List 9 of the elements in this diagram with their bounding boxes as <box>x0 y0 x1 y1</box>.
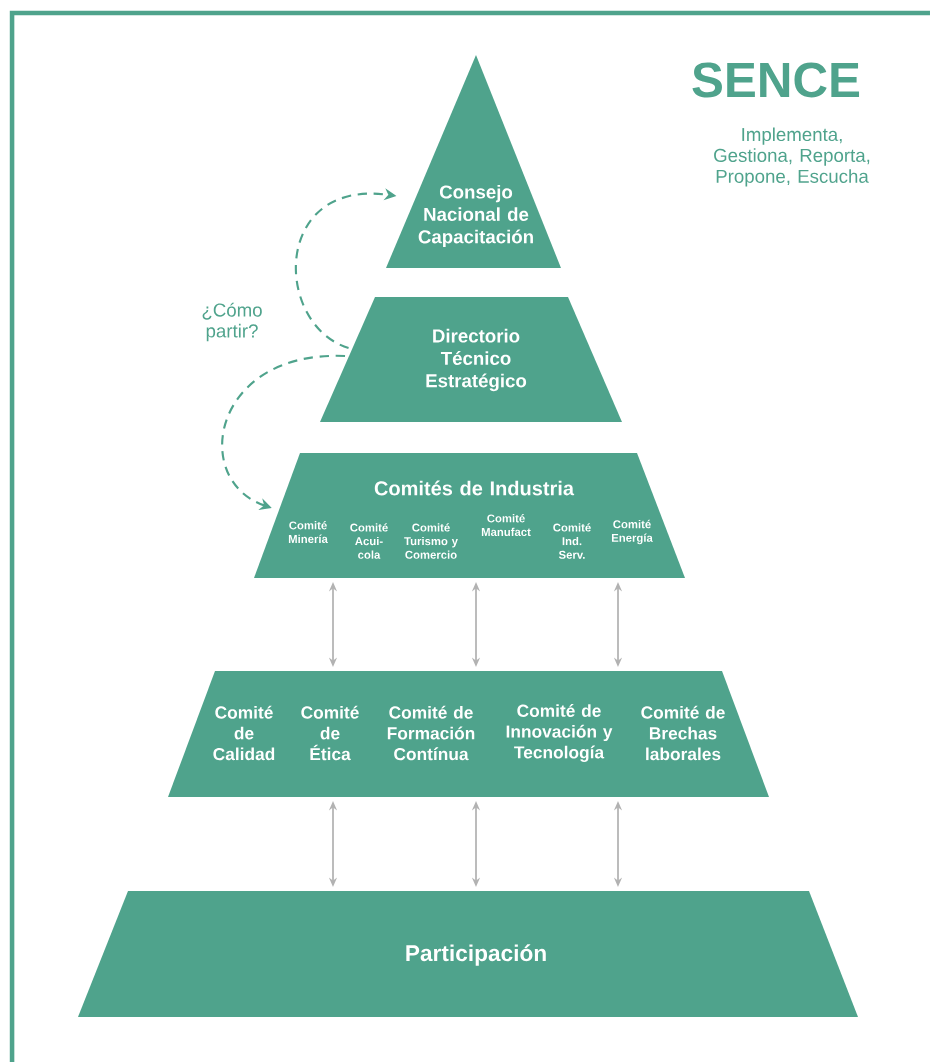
trapezoid-box: Participación <box>78 891 858 1017</box>
title: SENCE <box>692 62 860 98</box>
note-text: Implementa, Gestiona, Reporta, Propone, Escucha <box>714 127 870 187</box>
trapezoid-box: Comité de Calidad Comité de Ética Comité de Formación Contínua Comité de Innovación y Tecnología Comité de Brechas laborales <box>168 671 769 797</box>
trapezoid-box: Comités de Industria Comité Minería Comité Acui- cola Comité Turismo y Comercio Comité Manufact Comité Ind. Serv. Comité Energía <box>254 453 685 578</box>
triangle: Consejo Nacional de Capacitación <box>386 55 561 268</box>
trapezoid-box: Directorio Técnico Estratégico <box>320 297 622 422</box>
note-text: ¿Cómo partir? <box>202 302 262 342</box>
arrow <box>221 354 346 510</box>
